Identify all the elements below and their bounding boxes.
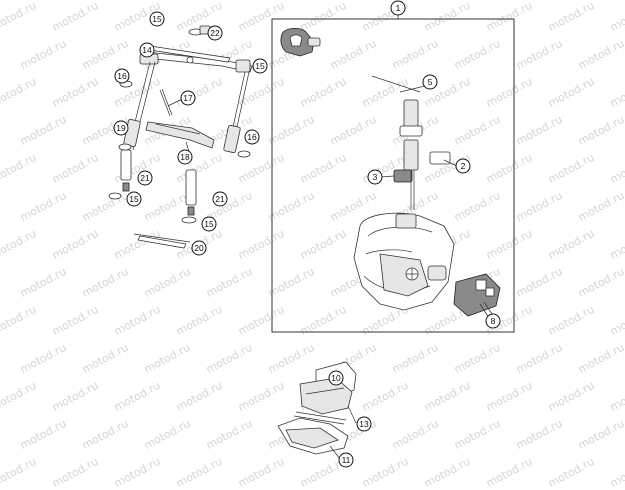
callout-label: 8	[491, 316, 496, 326]
callout-17: 17	[180, 90, 196, 106]
callout-19: 19	[113, 120, 129, 136]
callout-label: 19	[116, 123, 126, 133]
callout-label: 2	[461, 161, 466, 171]
callout-label: 15	[255, 61, 265, 71]
callout-15-right: 15	[252, 58, 268, 74]
cover-assembly	[277, 361, 357, 455]
callout-label: 20	[194, 243, 204, 253]
callout-14: 14	[139, 42, 155, 58]
callout-label: 15	[152, 14, 162, 24]
callout-20: 20	[191, 240, 207, 256]
callout-5: 5	[422, 74, 438, 90]
callout-label: 13	[359, 419, 369, 429]
callout-label: 3	[373, 172, 378, 182]
callout-16-right: 16	[244, 129, 260, 145]
callout-label: 21	[215, 194, 225, 204]
callout-2: 2	[455, 158, 471, 174]
callout-18: 18	[177, 149, 193, 165]
callout-15-bottom: 15	[201, 216, 217, 232]
callout-21-left: 21	[137, 170, 153, 186]
callout-15-top: 15	[149, 11, 165, 27]
callout-label: 16	[117, 71, 127, 81]
diagram-drawing: 1 5 2 3 8 10 13 11 15 22 14 15 16 17 19 …	[108, 0, 515, 468]
callout-label: 14	[142, 45, 152, 55]
callout-22: 22	[207, 25, 223, 41]
callout-11: 11	[338, 452, 354, 468]
callout-label: 17	[183, 93, 193, 103]
callout-label: 21	[140, 173, 150, 183]
callout-8: 8	[485, 313, 501, 329]
callout-10: 10	[328, 370, 344, 386]
callout-16-left: 16	[114, 68, 130, 84]
assembly-frame	[271, 18, 515, 333]
callout-label: 15	[129, 194, 139, 204]
callout-15-left: 15	[126, 191, 142, 207]
callout-3: 3	[367, 169, 383, 185]
callout-13: 13	[356, 416, 372, 432]
callout-1: 1	[390, 0, 406, 16]
callout-21-right: 21	[212, 191, 228, 207]
callout-label: 15	[204, 219, 214, 229]
callout-label: 10	[331, 373, 341, 383]
fuel-rail-assembly	[108, 25, 253, 249]
callout-label: 18	[180, 152, 190, 162]
callout-label: 16	[247, 132, 257, 142]
callout-label: 5	[428, 77, 433, 87]
throttle-body-assembly	[280, 28, 501, 317]
callout-label: 22	[210, 28, 220, 38]
callout-label: 1	[396, 3, 401, 13]
callout-label: 11	[342, 455, 351, 465]
